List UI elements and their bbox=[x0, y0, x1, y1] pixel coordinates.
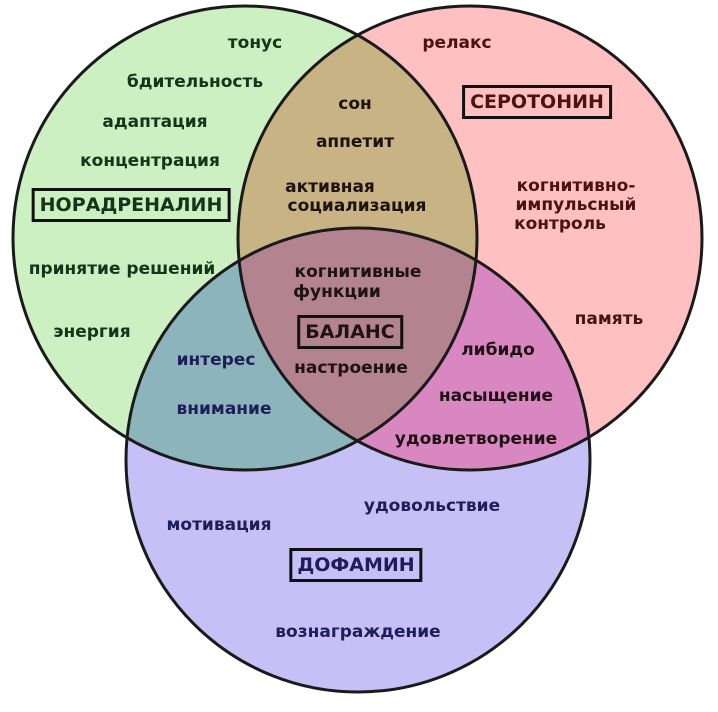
term-energy: энергия bbox=[53, 322, 131, 342]
term-memory: память bbox=[574, 309, 644, 329]
term-pleasure: удовольствие bbox=[363, 496, 501, 516]
serotonin-outline bbox=[236, 4, 704, 472]
term-concentration: концентрация bbox=[80, 151, 220, 171]
term-mood: настроение bbox=[294, 358, 408, 378]
term-vigilance: бдительность bbox=[126, 72, 264, 92]
term-adaptation: адаптация bbox=[102, 112, 208, 132]
term-sleep: сон bbox=[338, 94, 372, 114]
dopamine-label: ДОФАМИН bbox=[289, 548, 423, 582]
dopamine-outline bbox=[124, 226, 592, 694]
term-cognitive-functions-2: функции bbox=[293, 282, 381, 302]
term-reward: вознаграждение bbox=[275, 622, 441, 642]
term-relax: релакс bbox=[422, 33, 492, 53]
term-cognitive-functions-1: когнитивные bbox=[294, 262, 422, 282]
balance-label: БАЛАНС bbox=[297, 315, 403, 349]
term-interest: интерес bbox=[176, 350, 256, 370]
noradrenaline-outline bbox=[11, 4, 479, 472]
serotonin-label: СЕРОТОНИН bbox=[462, 85, 612, 119]
term-cognitive-impulse-control-1: когнитивно- bbox=[516, 176, 636, 196]
term-cognitive-impulse-control-2: импульсный bbox=[515, 195, 637, 215]
term-libido: либидо bbox=[461, 340, 535, 360]
term-appetite: аппетит bbox=[315, 132, 395, 152]
noradrenaline-label: НОРАДРЕНАЛИН bbox=[31, 188, 231, 222]
term-attention: внимание bbox=[176, 399, 272, 419]
term-active-socialization-1: активная bbox=[285, 177, 375, 197]
term-motivation: мотивация bbox=[166, 515, 272, 535]
term-cognitive-impulse-control-3: контроль bbox=[514, 214, 606, 234]
term-active-socialization-2: социализация bbox=[287, 196, 427, 216]
term-satisfaction: удовлетворение bbox=[394, 429, 558, 449]
term-decision-making: принятие решений bbox=[28, 259, 216, 279]
term-satiation: насыщение bbox=[438, 386, 554, 406]
term-tonus: тонус bbox=[227, 33, 283, 53]
